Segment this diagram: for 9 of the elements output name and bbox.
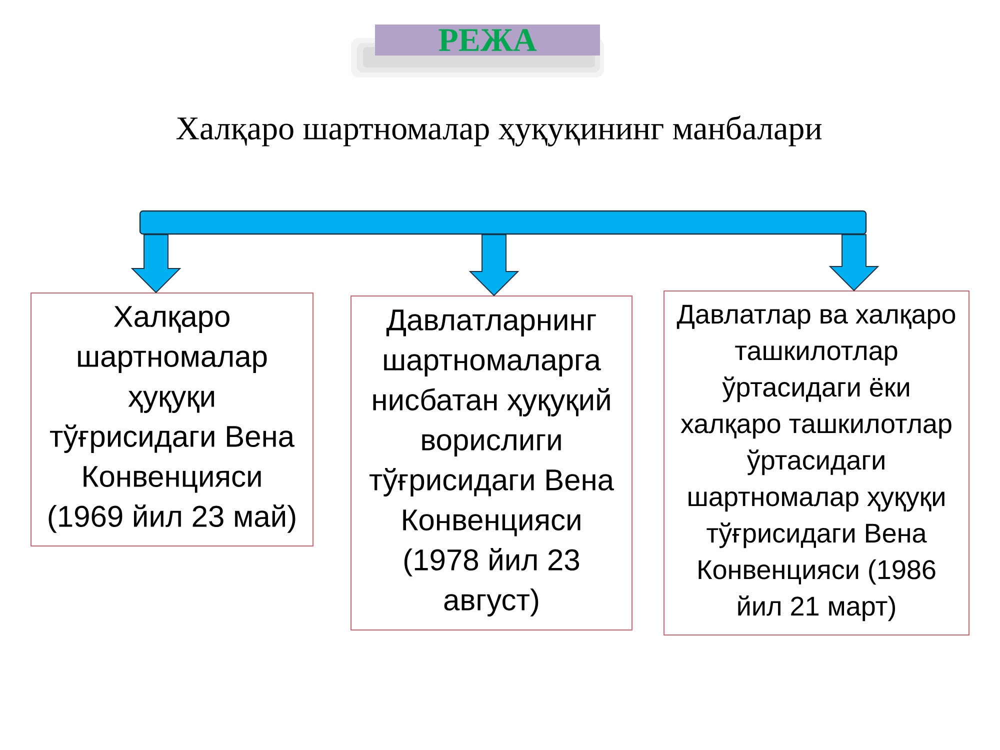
text-box: Давлатларнинг шартномаларга нисбатан ҳуқуқий ворислиги тўғрисидаги Вена Конвенцияси (1978 йил 23 август) bbox=[350, 296, 632, 630]
heading-box: РЕЖА bbox=[351, 24, 604, 78]
block-arrow bbox=[828, 234, 880, 292]
block-arrow bbox=[468, 234, 520, 296]
title: Халқаро шартномалар ҳуқуқининг манбалари bbox=[176, 116, 822, 146]
text-box: Давлатлар ва халқаро ташкилотлар ўртасидаги ёки халқаро ташкилотлар ўртасидаги шартномалар ҳуқуқи тўғрисидаги Вена Конвенцияси (1986 йил 21 март) bbox=[664, 290, 970, 636]
horizontal-bar bbox=[139, 210, 867, 235]
text-box: Халқаро шартномалар ҳуқуқи тўғрисидаги Вена Конвенцияси (1969 йил 23 май) bbox=[30, 292, 314, 546]
block-arrow bbox=[130, 234, 182, 294]
